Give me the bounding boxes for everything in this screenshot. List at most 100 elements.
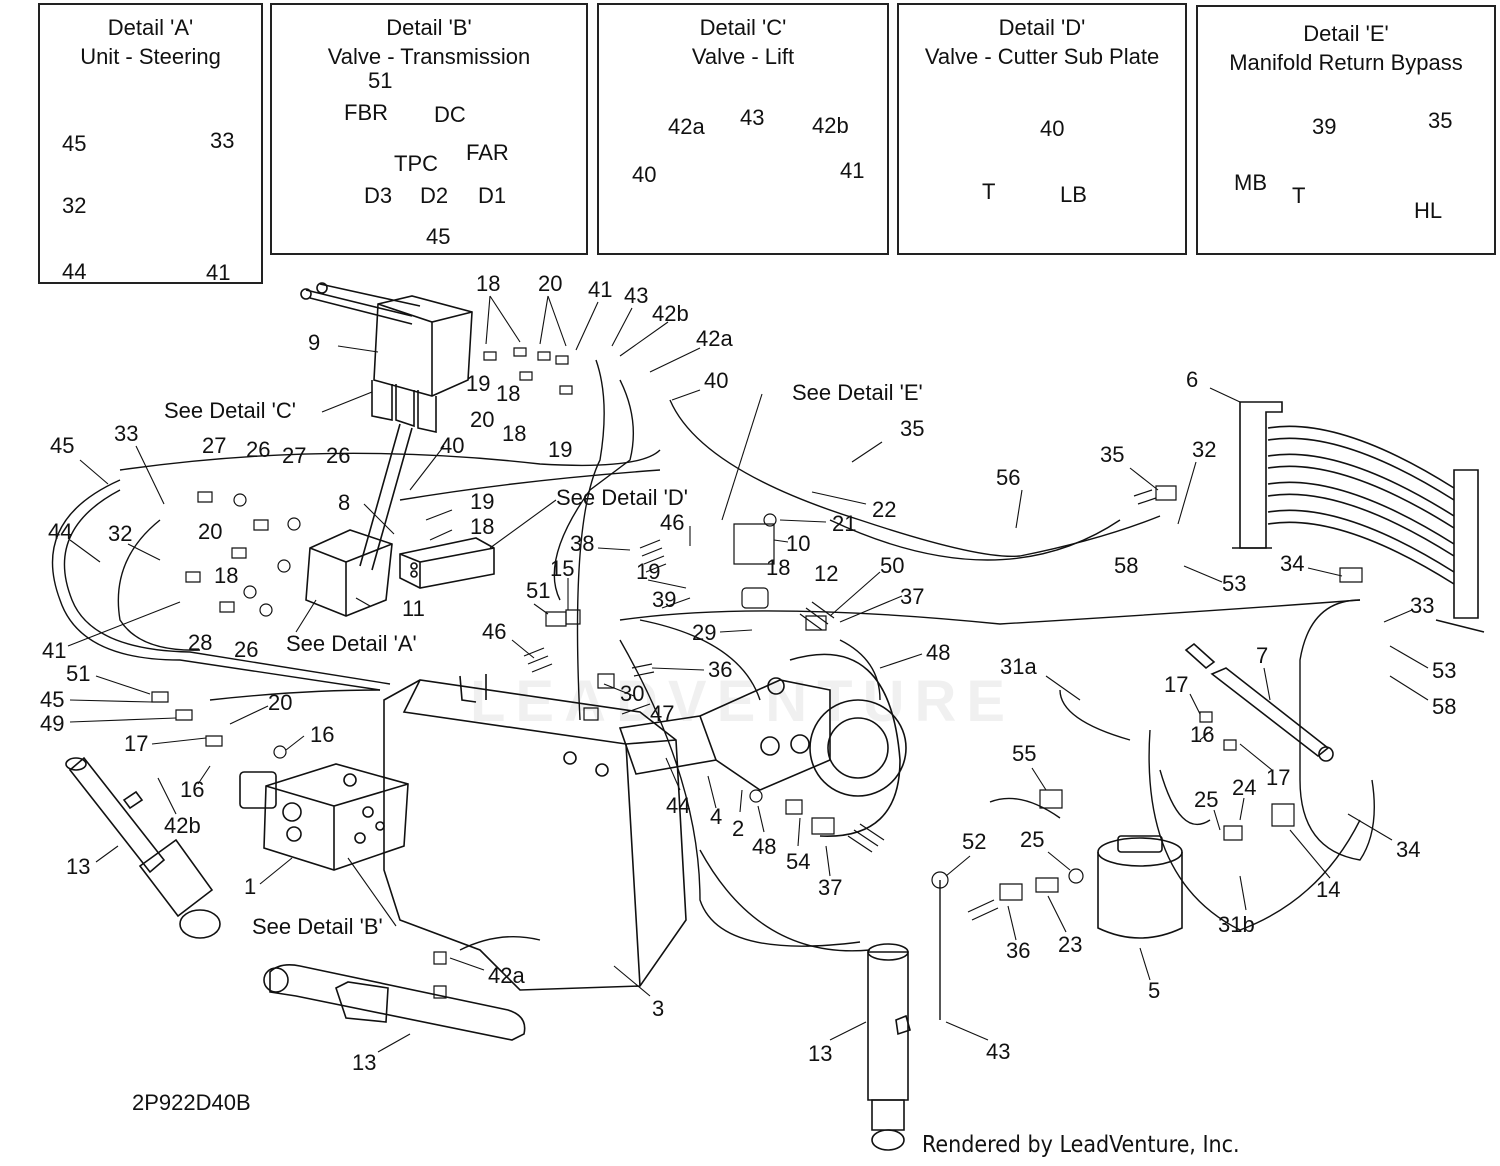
detail-d-callout: 40 bbox=[1040, 116, 1065, 141]
part-callout: 43 bbox=[986, 1039, 1011, 1064]
detail-b-callout: 45 bbox=[426, 224, 451, 249]
lift-cylinder-13-left-drawing bbox=[66, 758, 220, 938]
part-callout: 41 bbox=[588, 277, 613, 302]
part-callout: 51 bbox=[66, 661, 91, 686]
part-callout: 13 bbox=[808, 1041, 833, 1066]
plate-8-drawing bbox=[400, 538, 494, 588]
part-callout: 16 bbox=[180, 777, 205, 802]
detail-a-port: 45 bbox=[62, 131, 87, 156]
part-callout: 18 bbox=[470, 514, 495, 539]
cylinder-7-drawing bbox=[1186, 644, 1333, 761]
detail-e-title: Detail 'E' Manifold Return Bypass bbox=[1198, 19, 1494, 77]
part-callout: 18 bbox=[502, 421, 527, 446]
part-callout: 54 bbox=[786, 849, 811, 874]
part-callout: 37 bbox=[818, 875, 843, 900]
part-callout: 17 bbox=[1164, 672, 1189, 697]
part-callout: 23 bbox=[1058, 932, 1083, 957]
part-callout: 21 bbox=[832, 511, 857, 536]
detail-c-title-line2: Valve - Lift bbox=[691, 44, 795, 69]
part-callout: 43 bbox=[624, 283, 649, 308]
part-callout: 5 bbox=[1148, 978, 1161, 1003]
part-callout: 8 bbox=[338, 490, 351, 515]
part-callout: 26 bbox=[326, 443, 351, 468]
part-callout: 35 bbox=[900, 416, 925, 441]
detail-a-box: Detail 'A' Unit - Steering bbox=[38, 3, 263, 284]
fittings bbox=[152, 348, 1362, 998]
part-callout: 19 bbox=[548, 437, 573, 462]
part-callout: 33 bbox=[1410, 593, 1435, 618]
part-callout: 32 bbox=[108, 521, 133, 546]
detail-c-port: 43 bbox=[740, 105, 765, 130]
part-callout: 50 bbox=[880, 553, 905, 578]
detail-c-port: 41 bbox=[840, 158, 865, 183]
detail-a-port: 33 bbox=[210, 128, 235, 153]
part-callout: 48 bbox=[752, 834, 777, 859]
part-callout: 29 bbox=[692, 620, 717, 645]
detail-a-title-line1: Detail 'A' bbox=[107, 15, 194, 40]
detail-e-callout: 35 bbox=[1428, 108, 1453, 133]
part-callout: 44 bbox=[666, 793, 691, 818]
detail-b-callout: 51 bbox=[368, 68, 393, 93]
detail-b-port: D3 bbox=[364, 183, 393, 208]
detail-d-port: LB bbox=[1060, 182, 1087, 207]
part-callout: 20 bbox=[198, 519, 223, 544]
see-detail-b-label: See Detail 'B' bbox=[252, 914, 383, 939]
part-callout: 10 bbox=[786, 531, 811, 556]
detail-b-port: TPC bbox=[394, 151, 438, 176]
part-callout: 18 bbox=[476, 271, 501, 296]
detail-b-title-line1: Detail 'B' bbox=[386, 15, 472, 40]
part-callout: 58 bbox=[1432, 694, 1457, 719]
part-callout: 20 bbox=[268, 690, 293, 715]
detail-b-port: D1 bbox=[478, 183, 507, 208]
part-callout: 18 bbox=[766, 555, 791, 580]
detail-d-title-line1: Detail 'D' bbox=[998, 15, 1086, 40]
part-callout: 35 bbox=[1100, 442, 1125, 467]
part-callout: 18 bbox=[496, 381, 521, 406]
part-callout: 19 bbox=[636, 559, 661, 584]
part-callout: 27 bbox=[202, 433, 227, 458]
part-callout: 30 bbox=[620, 681, 645, 706]
part-callout: 25 bbox=[1194, 787, 1219, 812]
part-callout: 46 bbox=[660, 510, 685, 535]
part-callout: 2 bbox=[732, 816, 745, 841]
part-callout: 33 bbox=[114, 421, 139, 446]
part-callout: 4 bbox=[710, 804, 723, 829]
part-callout: 26 bbox=[234, 637, 259, 662]
steering-unit-11-drawing bbox=[306, 530, 392, 616]
part-callout: 45 bbox=[40, 687, 65, 712]
part-callout: 36 bbox=[1006, 938, 1031, 963]
part-callout: 45 bbox=[50, 433, 75, 458]
detail-c-port: 42a bbox=[668, 114, 705, 139]
see-detail-a-label: See Detail 'A' bbox=[286, 631, 417, 656]
part-callout: 22 bbox=[872, 497, 897, 522]
lift-cylinder-13-right-drawing bbox=[868, 944, 910, 1150]
part-callout: 52 bbox=[962, 829, 987, 854]
lift-valve-9-drawing bbox=[301, 283, 472, 570]
transmission-valve-1-drawing bbox=[240, 764, 408, 870]
part-callout: 44 bbox=[48, 519, 73, 544]
see-detail-e-label: See Detail 'E' bbox=[792, 380, 923, 405]
part-callout: 32 bbox=[1192, 437, 1217, 462]
part-callout: 17 bbox=[124, 731, 149, 756]
part-callout: 47 bbox=[650, 701, 675, 726]
detail-c-title-line1: Detail 'C' bbox=[699, 15, 787, 40]
detail-a-title: Detail 'A' Unit - Steering bbox=[40, 13, 261, 71]
detail-c-box: Detail 'C' Valve - Lift bbox=[597, 3, 889, 255]
detail-b-port: DC bbox=[434, 102, 466, 127]
detail-e-port: HL bbox=[1414, 198, 1443, 223]
part-callout: 14 bbox=[1316, 877, 1341, 902]
part-callout: 16 bbox=[310, 722, 335, 747]
hydraulic-tank-3-drawing bbox=[384, 674, 686, 990]
detail-a-title-line2: Unit - Steering bbox=[80, 44, 221, 69]
detail-c-port: 40 bbox=[632, 162, 657, 187]
detail-c-title: Detail 'C' Valve - Lift bbox=[599, 13, 887, 71]
detail-a-port: 32 bbox=[62, 193, 87, 218]
detail-d-port: T bbox=[982, 179, 996, 204]
diagram-id: 2P922D40B bbox=[132, 1090, 251, 1115]
part-callout: 17 bbox=[1266, 765, 1291, 790]
part-callout: 46 bbox=[482, 619, 507, 644]
filter-5-drawing bbox=[1098, 836, 1182, 938]
lift-cylinder-13-bottom-drawing bbox=[264, 965, 525, 1040]
part-callout: 51 bbox=[526, 578, 551, 603]
